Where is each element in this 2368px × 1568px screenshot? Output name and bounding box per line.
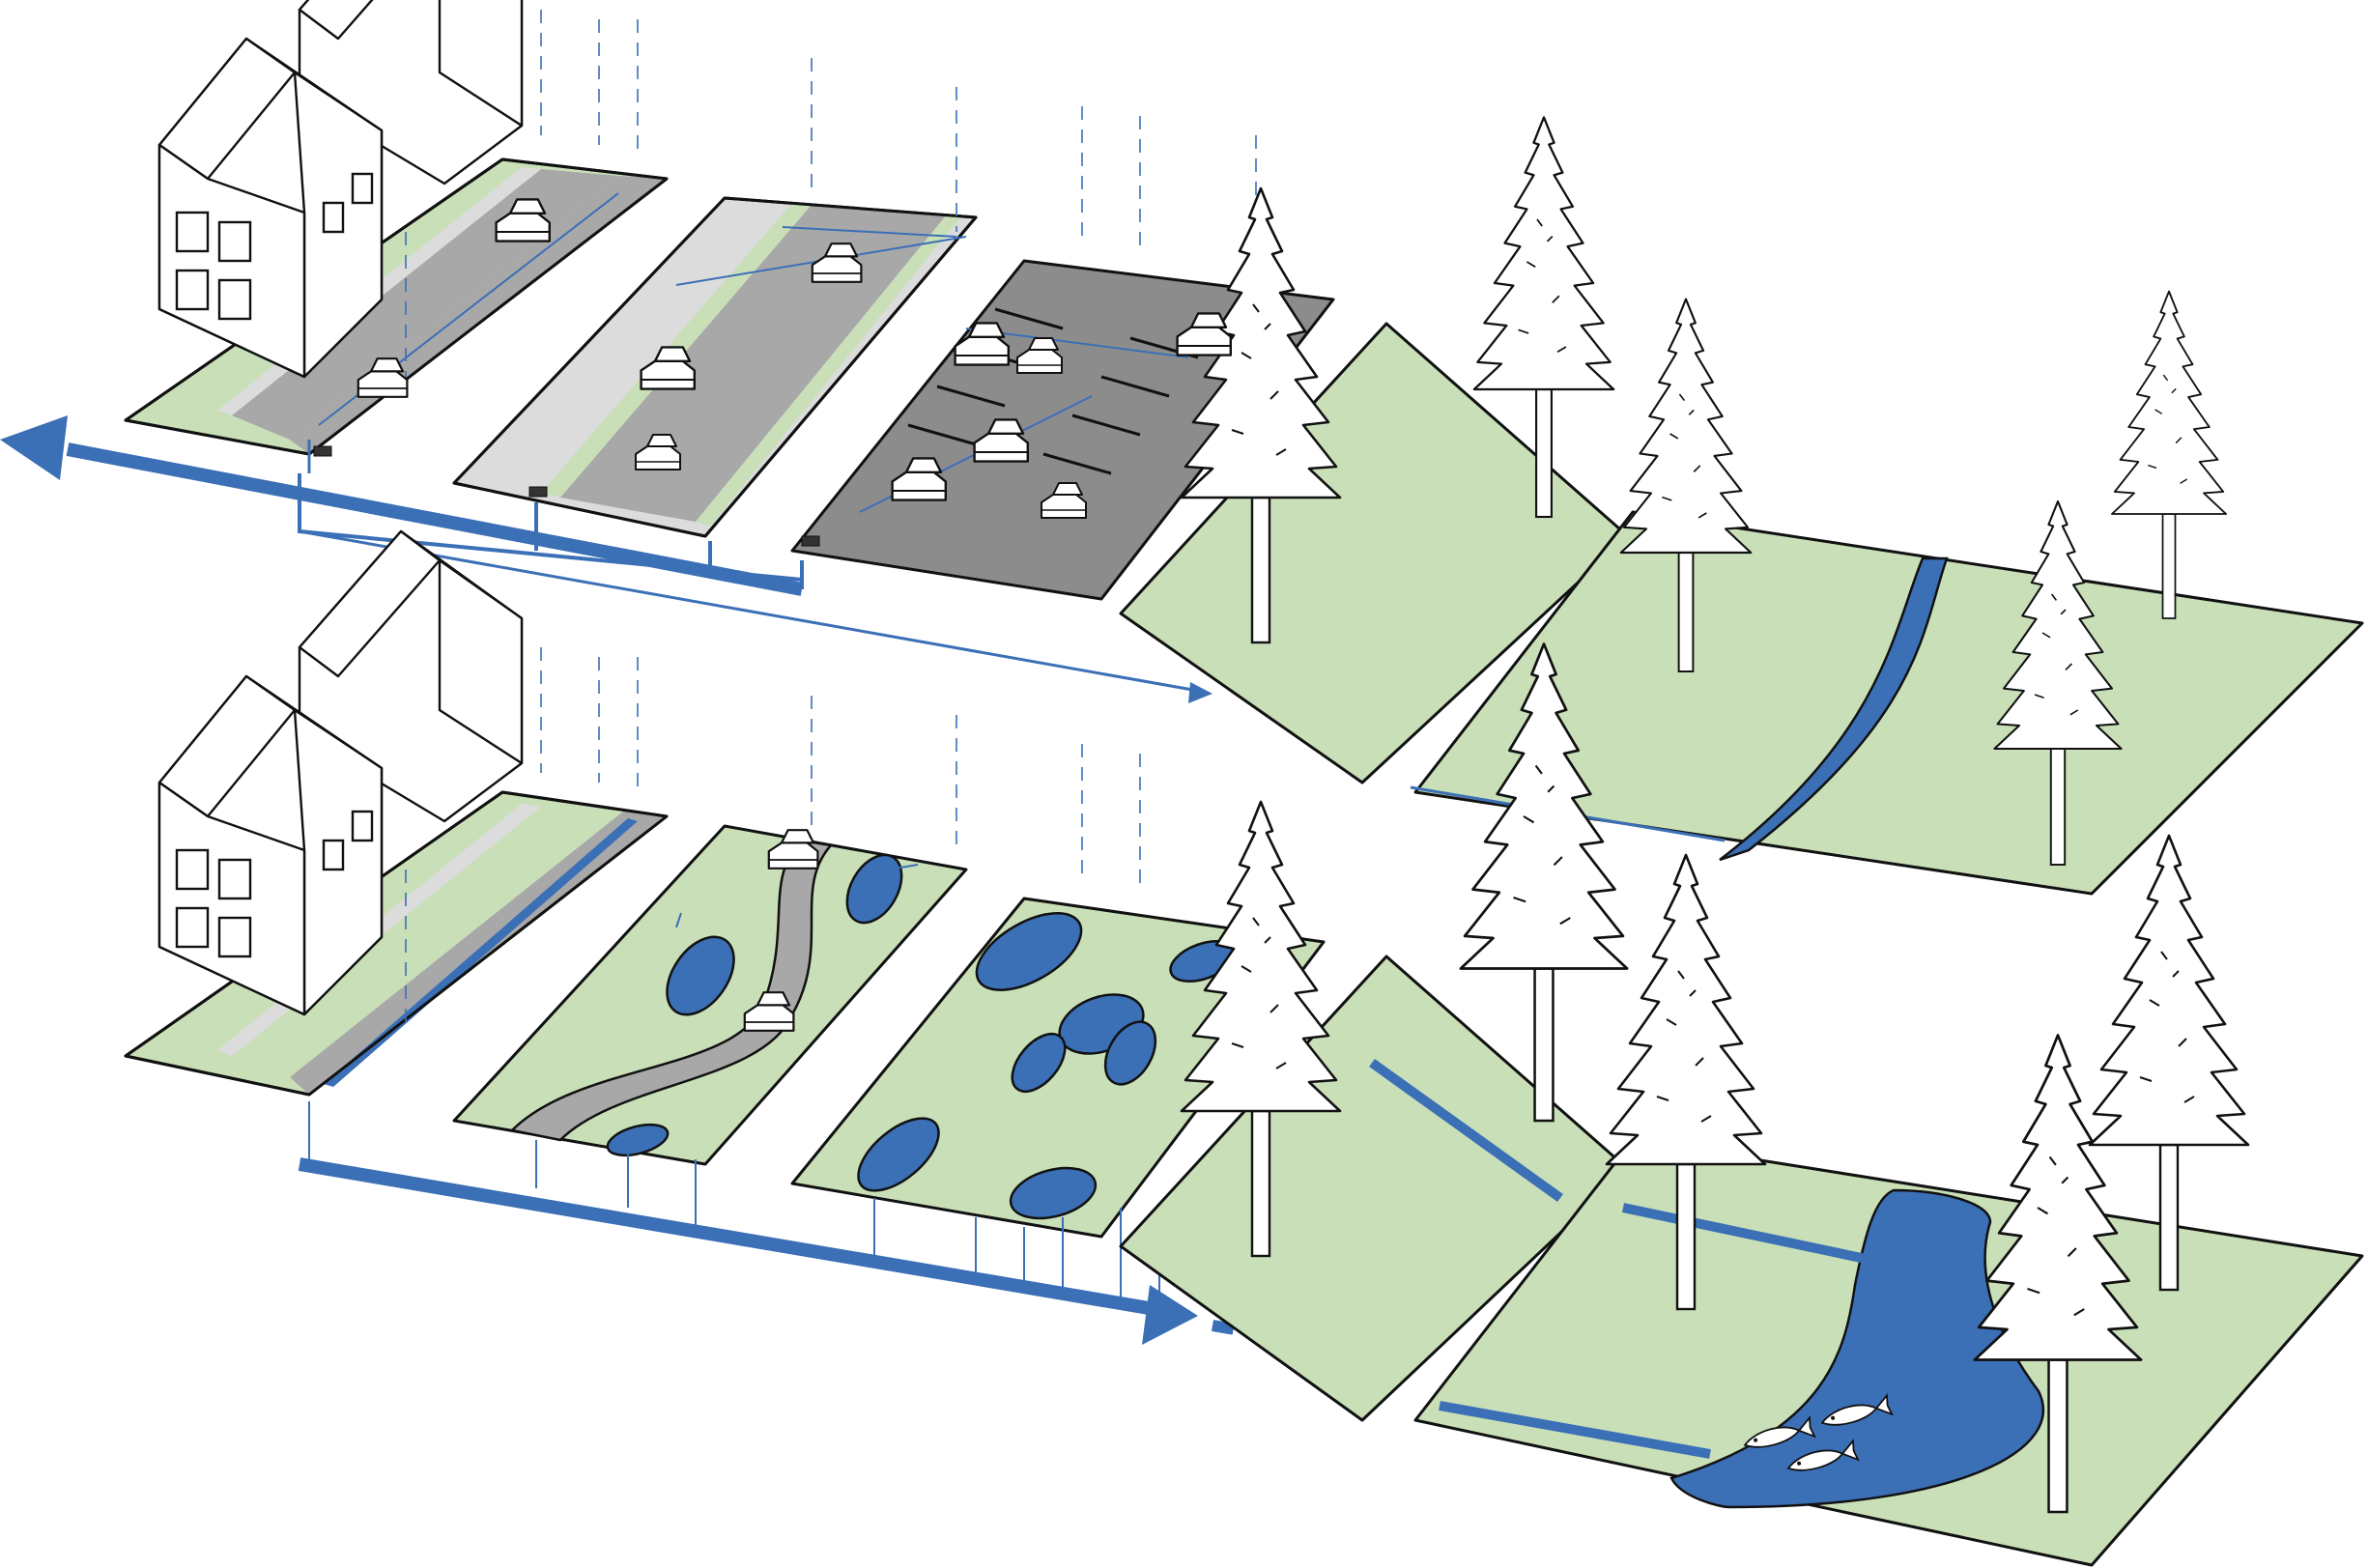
storm-drain-icon — [802, 536, 819, 546]
storm-drain-icon — [314, 446, 331, 456]
tree-icon — [2112, 292, 2226, 618]
car-icon — [956, 323, 1009, 364]
storm-drain-icon — [529, 487, 547, 497]
